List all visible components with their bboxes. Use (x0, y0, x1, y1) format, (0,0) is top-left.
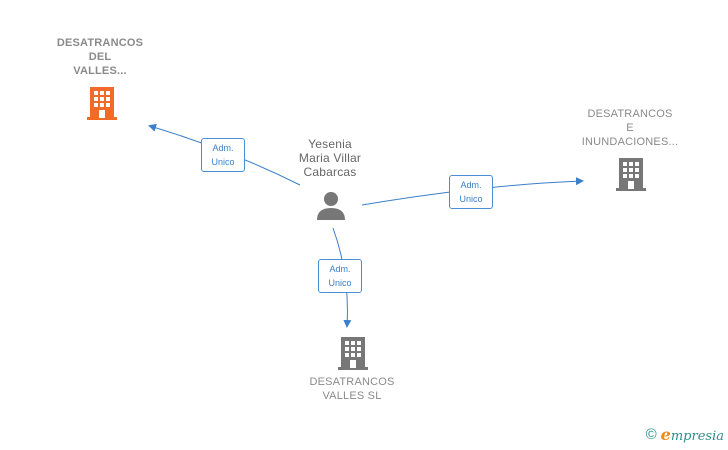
edge-label-line: Unico (459, 194, 483, 204)
edge-label-line: Unico (328, 278, 352, 288)
person-label-line: Maria Villar (298, 151, 362, 165)
empresia-logo[interactable]: empresia (661, 425, 724, 444)
logo-letter: e (660, 425, 671, 444)
company-label-desatrancos-valles-sl[interactable]: DESATRANCOS VALLES SL (292, 375, 412, 403)
edge-label-adm-unico[interactable]: Adm. Unico (449, 175, 493, 209)
company-label-desatrancos-del-valles[interactable]: DESATRANCOS DEL VALLES... (40, 36, 160, 78)
edge-label-line: Adm. (460, 180, 482, 190)
company-label-line: DESATRANCOS (309, 376, 395, 388)
building-icon[interactable] (86, 85, 118, 121)
company-label-line: VALLES... (73, 65, 127, 77)
edge-label-line: Adm. (212, 143, 234, 153)
edge-label-adm-unico[interactable]: Adm. Unico (318, 259, 362, 293)
company-label-line: DESATRANCOS (587, 108, 673, 120)
edge-label-adm-unico[interactable]: Adm. Unico (201, 138, 245, 172)
person-label-line: Cabarcas (303, 165, 357, 179)
edge-label-line: Unico (211, 157, 235, 167)
company-label-line: INUNDACIONES... (581, 136, 679, 148)
company-label-line: DEL (88, 51, 112, 63)
person-label-line: Yesenia (308, 137, 352, 151)
company-label-line: E (626, 122, 634, 134)
logo-text: mpresia (670, 429, 724, 444)
building-icon[interactable] (337, 335, 369, 371)
person-label-yesenia-maria-villar-cabarcas[interactable]: Yesenia Maria Villar Cabarcas (270, 137, 390, 179)
copyright-symbol: © (645, 426, 657, 443)
company-label-line: DESATRANCOS (56, 37, 144, 49)
edge-label-line: Adm. (329, 264, 351, 274)
company-label-line: VALLES SL (322, 390, 382, 402)
person-icon[interactable] (315, 190, 347, 222)
footer-brand: © empresia (646, 425, 724, 444)
building-icon[interactable] (615, 156, 647, 192)
company-label-desatrancos-e-inundaciones[interactable]: DESATRANCOS E INUNDACIONES... (570, 107, 690, 149)
